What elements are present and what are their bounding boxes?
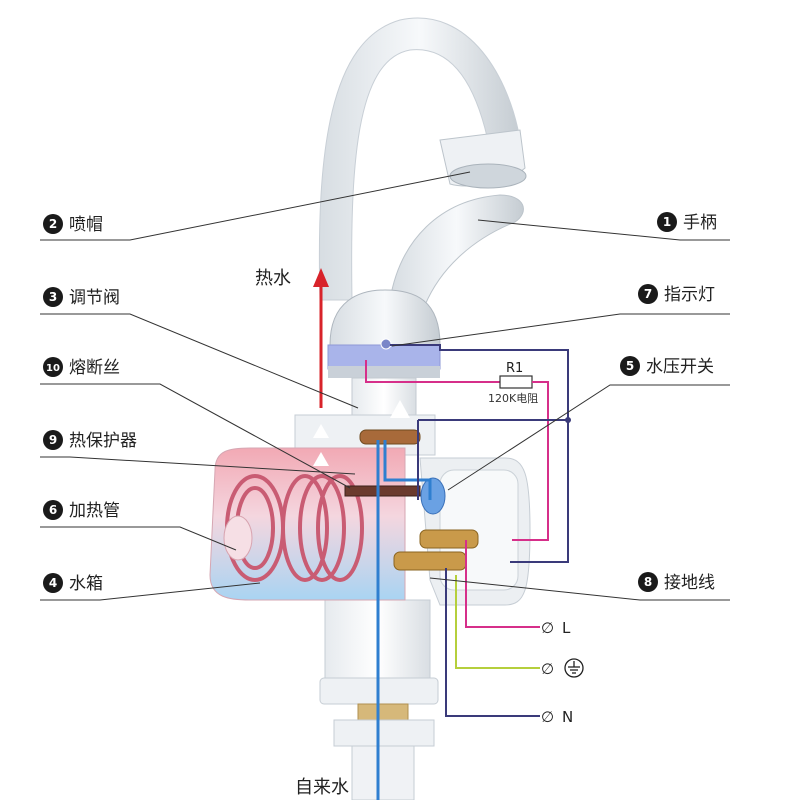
wire-junction bbox=[565, 417, 571, 423]
heating-element-core bbox=[223, 515, 253, 561]
brass-terminal-top bbox=[419, 529, 479, 549]
brass-terminal-bottom bbox=[393, 551, 467, 571]
inner-arrow-down bbox=[390, 400, 410, 418]
svg-text:6: 6 bbox=[49, 503, 57, 517]
live-terminal-label: L bbox=[562, 619, 571, 637]
inner-arrow-up bbox=[313, 424, 329, 438]
svg-text:调节阀: 调节阀 bbox=[69, 288, 120, 308]
inner-arrow-up-2 bbox=[313, 452, 329, 466]
earth-ground-icon bbox=[564, 658, 584, 678]
label-nozzle-cap: 2 喷帽 bbox=[43, 214, 103, 235]
mount-nut bbox=[357, 703, 409, 723]
leader-lines-left bbox=[40, 171, 471, 601]
svg-text:5: 5 bbox=[626, 359, 634, 373]
fuse bbox=[344, 485, 421, 497]
live-wire bbox=[465, 540, 540, 628]
svg-text:热保护器: 热保护器 bbox=[69, 431, 137, 451]
svg-text:手柄: 手柄 bbox=[683, 213, 717, 233]
resistor-lead bbox=[512, 381, 549, 541]
label-handle: 1 手柄 bbox=[657, 212, 717, 233]
aerator-mesh bbox=[449, 163, 527, 189]
label-indicator-light: 7 指示灯 bbox=[638, 284, 715, 305]
tap-water-label: 自来水 bbox=[295, 777, 349, 798]
cold-water-branch bbox=[383, 440, 432, 500]
ground-symbol-prefix: ∅ bbox=[541, 660, 554, 678]
neutral-symbol: ∅ bbox=[541, 708, 554, 726]
svg-text:8: 8 bbox=[644, 575, 652, 589]
svg-text:9: 9 bbox=[49, 433, 57, 447]
svg-text:3: 3 bbox=[49, 290, 57, 304]
leader-lines-right bbox=[391, 219, 730, 601]
inlet-pipe bbox=[351, 745, 415, 800]
svg-text:7: 7 bbox=[644, 287, 652, 301]
handle[interactable] bbox=[389, 194, 524, 306]
valve-base bbox=[328, 366, 440, 378]
svg-text:10: 10 bbox=[46, 363, 60, 374]
label-ground-wire: 8 接地线 bbox=[638, 572, 715, 593]
live-symbol: ∅ bbox=[541, 619, 554, 637]
svg-text:加热管: 加热管 bbox=[69, 501, 120, 521]
svg-text:熔断丝: 熔断丝 bbox=[69, 358, 120, 378]
resistor-name: R1 bbox=[506, 361, 523, 376]
svg-text:喷帽: 喷帽 bbox=[69, 215, 103, 235]
indicator-light bbox=[380, 338, 392, 350]
label-fuse: 10 熔断丝 bbox=[43, 357, 120, 378]
svg-text:接地线: 接地线 bbox=[664, 573, 715, 593]
valve-head bbox=[329, 289, 441, 346]
svg-text:4: 4 bbox=[49, 576, 57, 590]
svg-text:指示灯: 指示灯 bbox=[664, 285, 715, 305]
neutral-wire bbox=[445, 568, 540, 717]
heating-tube bbox=[225, 474, 364, 582]
hot-water-arrow bbox=[313, 268, 329, 287]
svg-text:水箱: 水箱 bbox=[69, 574, 103, 594]
svg-text:2: 2 bbox=[49, 217, 57, 231]
svg-text:1: 1 bbox=[663, 215, 671, 229]
label-thermal-protector: 9 热保护器 bbox=[43, 430, 137, 451]
label-heating-tube: 6 加热管 bbox=[43, 500, 120, 521]
ground-wire bbox=[455, 575, 540, 669]
label-water-tank: 4 水箱 bbox=[43, 573, 103, 594]
resistor-r1 bbox=[499, 375, 533, 389]
hot-water-label: 热水 bbox=[255, 268, 291, 289]
label-adjusting-valve: 3 调节阀 bbox=[43, 287, 120, 308]
indicator-live-wire bbox=[365, 360, 500, 383]
neutral-wire-loop bbox=[390, 344, 569, 563]
neutral-terminal-label: N bbox=[562, 708, 573, 726]
mount-washer bbox=[333, 719, 435, 747]
svg-text:水压开关: 水压开关 bbox=[646, 357, 714, 377]
pressure-switch bbox=[420, 477, 446, 515]
resistor-value: 120K电阻 bbox=[488, 392, 538, 405]
valve-seal bbox=[359, 429, 421, 445]
label-pressure-switch: 5 水压开关 bbox=[620, 356, 714, 377]
